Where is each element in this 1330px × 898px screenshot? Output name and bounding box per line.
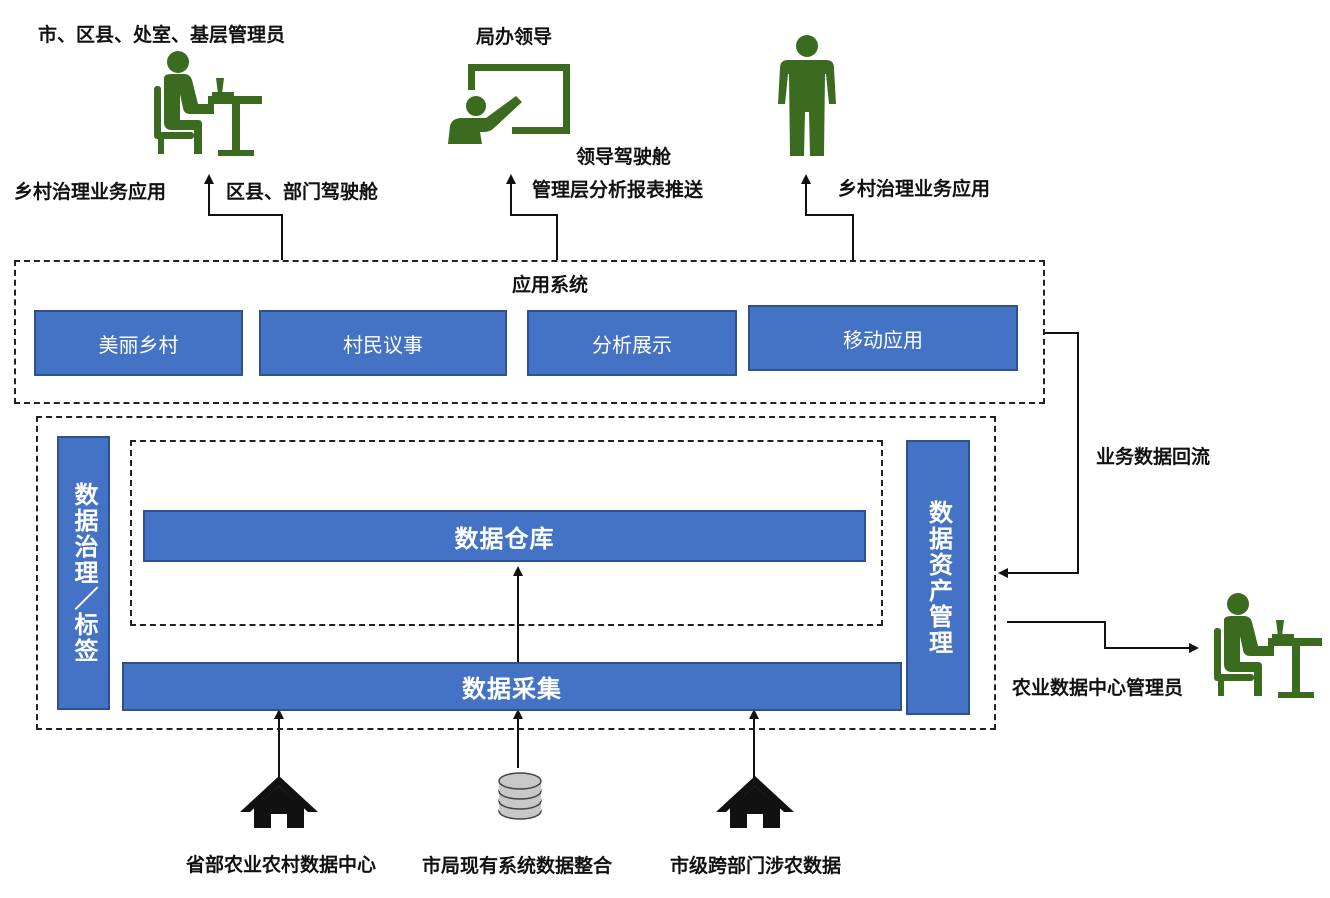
left-output-cockpit: 区县、部门驾驶舱 [226, 181, 379, 203]
arrow-to-admin [1007, 621, 1199, 653]
arrow-to-right-outputs [801, 174, 854, 260]
app-system-title: 应用系统 [512, 274, 589, 296]
house-icon-city [716, 776, 794, 828]
center-output-report-push: 管理层分析报表推送 [532, 179, 704, 201]
source-provincial-label: 省部农业农村数据中心 [186, 854, 377, 876]
data-asset-management-box: 数据资产管理 [906, 440, 970, 715]
database-icon [498, 772, 542, 820]
right-output-business-app: 乡村治理业务应用 [838, 178, 991, 200]
module-villager-council: 村民议事 [259, 310, 507, 376]
arrow-business-data-feedback [998, 332, 1079, 578]
standing-person-icon [778, 35, 836, 156]
admin-desk-user-icon [1214, 593, 1322, 698]
presentation-board-icon [448, 64, 570, 144]
module-analysis-display: 分析展示 [527, 310, 737, 376]
admin-label: 农业数据中心管理员 [1012, 677, 1184, 699]
data-governance-box: 数据治理／标签 [57, 436, 110, 710]
house-icon-provincial [240, 776, 318, 828]
left-output-business-app: 乡村治理业务应用 [14, 181, 167, 203]
warehouse-container [130, 440, 883, 626]
data-warehouse-box: 数据仓库 [143, 510, 866, 562]
center-output-leader-cockpit: 领导驾驶舱 [576, 146, 672, 168]
feedback-label: 业务数据回流 [1096, 446, 1211, 468]
arrow-to-left-outputs [204, 174, 283, 260]
module-beautiful-village: 美丽乡村 [34, 310, 243, 376]
app-system-container [14, 260, 1045, 404]
source-cross-dept-label: 市级跨部门涉农数据 [670, 855, 842, 877]
data-platform-container [36, 416, 996, 730]
arrow-to-center-outputs [506, 174, 558, 260]
center-users-label: 局办领导 [476, 26, 553, 48]
data-collection-box: 数据采集 [122, 662, 902, 711]
source-city-system-label: 市局现有系统数据整合 [422, 855, 613, 877]
module-mobile-app: 移动应用 [748, 305, 1018, 371]
desk-user-icon [154, 51, 262, 156]
left-users-label: 市、区县、处室、基层管理员 [38, 24, 286, 46]
